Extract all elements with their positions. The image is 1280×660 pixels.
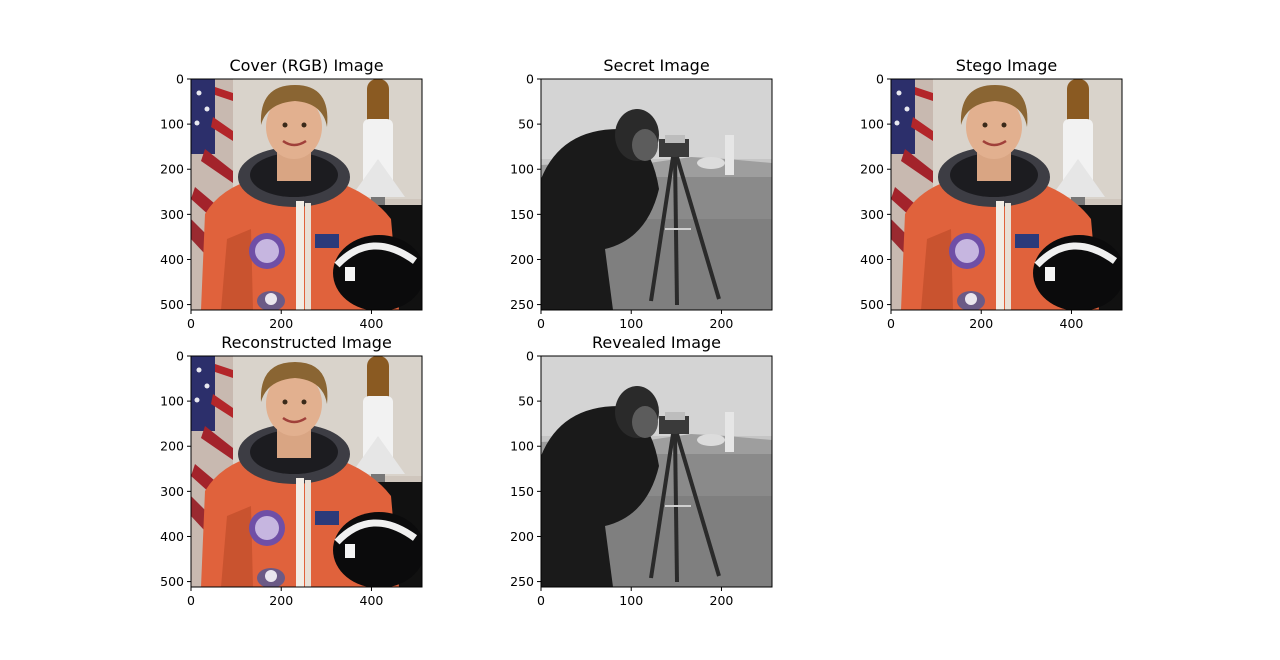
y-tick-label: 300 bbox=[160, 484, 184, 499]
subplot-title: Secret Image bbox=[603, 56, 709, 75]
axes-frame bbox=[890, 78, 1123, 311]
image-plot bbox=[541, 356, 772, 587]
y-tick-label: 0 bbox=[526, 72, 534, 87]
y-tick-label: 100 bbox=[510, 439, 534, 454]
x-tick-label: 100 bbox=[619, 316, 643, 331]
subplot-panel: Secret Image 0 100 200 0 50 100 150 200 250 bbox=[510, 56, 773, 331]
y-tick-label: 100 bbox=[510, 162, 534, 177]
y-tick-label: 400 bbox=[860, 252, 884, 267]
x-tick-label: 200 bbox=[269, 316, 293, 331]
y-tick-label: 300 bbox=[160, 207, 184, 222]
y-tick-label: 500 bbox=[860, 297, 884, 312]
x-tick-label: 100 bbox=[619, 593, 643, 608]
x-tick-label: 400 bbox=[1060, 316, 1084, 331]
y-tick-label: 150 bbox=[510, 484, 534, 499]
y-tick-label: 200 bbox=[510, 529, 534, 544]
image-plot bbox=[891, 79, 1125, 311]
x-tick-label: 200 bbox=[710, 593, 734, 608]
y-tick-label: 150 bbox=[510, 207, 534, 222]
x-tick-label: 200 bbox=[269, 593, 293, 608]
y-tick-label: 200 bbox=[510, 252, 534, 267]
y-tick-label: 100 bbox=[160, 117, 184, 132]
x-tick-label: 0 bbox=[187, 593, 195, 608]
axes-frame bbox=[540, 78, 773, 311]
axes-frame bbox=[190, 78, 423, 311]
subplot-title: Reconstructed Image bbox=[221, 333, 392, 352]
x-tick-label: 200 bbox=[710, 316, 734, 331]
y-tick-label: 200 bbox=[860, 162, 884, 177]
y-tick-label: 250 bbox=[510, 574, 534, 589]
y-tick-label: 400 bbox=[160, 529, 184, 544]
x-tick-label: 0 bbox=[537, 316, 545, 331]
subplot-title: Stego Image bbox=[956, 56, 1057, 75]
subplot-panel: Reconstructed Image 0 200 400 0 100 200 300 400 5… bbox=[160, 333, 425, 608]
y-tick-label: 0 bbox=[176, 72, 184, 87]
y-tick-label: 500 bbox=[160, 574, 184, 589]
x-tick-label: 400 bbox=[360, 316, 384, 331]
x-tick-label: 0 bbox=[187, 316, 195, 331]
y-tick-label: 0 bbox=[526, 349, 534, 364]
y-tick-label: 200 bbox=[160, 439, 184, 454]
y-tick-label: 300 bbox=[860, 207, 884, 222]
subplot-title: Cover (RGB) Image bbox=[229, 56, 383, 75]
y-tick-label: 0 bbox=[876, 72, 884, 87]
y-tick-label: 50 bbox=[518, 117, 534, 132]
y-tick-label: 200 bbox=[160, 162, 184, 177]
subplot-panel: Cover (RGB) Image 0 200 400 0 100 200 300 400 500 bbox=[160, 56, 425, 331]
y-tick-label: 100 bbox=[160, 394, 184, 409]
y-tick-label: 50 bbox=[518, 394, 534, 409]
y-tick-label: 100 bbox=[860, 117, 884, 132]
x-tick-label: 0 bbox=[887, 316, 895, 331]
y-tick-label: 500 bbox=[160, 297, 184, 312]
subplot-title: Revealed Image bbox=[592, 333, 721, 352]
x-tick-label: 200 bbox=[969, 316, 993, 331]
image-plot bbox=[541, 79, 772, 310]
y-tick-label: 400 bbox=[160, 252, 184, 267]
axes-frame bbox=[190, 355, 423, 588]
x-tick-label: 400 bbox=[360, 593, 384, 608]
y-tick-label: 250 bbox=[510, 297, 534, 312]
image-plot bbox=[191, 79, 425, 311]
axes-frame bbox=[540, 355, 773, 588]
subplot-panel: Stego Image 0 200 400 0 100 200 300 400 500 bbox=[860, 56, 1125, 331]
x-tick-label: 0 bbox=[537, 593, 545, 608]
image-plot bbox=[191, 356, 425, 588]
y-tick-label: 0 bbox=[176, 349, 184, 364]
subplot-panel: Revealed Image 0 100 200 0 50 100 150 200 250 bbox=[510, 333, 773, 608]
